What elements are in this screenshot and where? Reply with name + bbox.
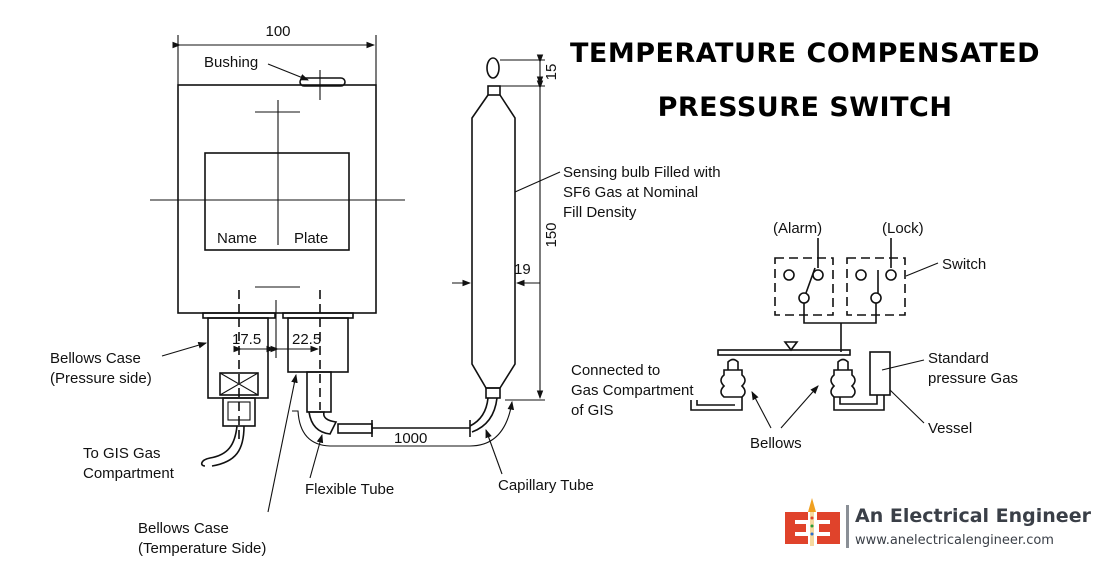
title-line-2: PRESSURE SWITCH [658, 92, 953, 123]
vessel [869, 351, 891, 396]
plate-label: Plate [294, 230, 328, 247]
brand-name: An Electrical Engineer [855, 505, 1092, 527]
sensing-bulb [469, 57, 516, 433]
bellows-case-temperature [282, 290, 373, 437]
lever-bar [717, 349, 851, 356]
vessel-label: Vessel [928, 420, 972, 437]
switch-housing: Name Plate [150, 70, 405, 314]
connected-label-1: Connected to [571, 362, 660, 379]
name-plate [204, 152, 350, 251]
bushing [299, 77, 346, 87]
switch-schematic: (Alarm) (Lock) Switch Bellows Connected … [571, 220, 1018, 452]
bulb-length-value: 150 [543, 222, 560, 247]
bellows-case-temp-label-2: (Temperature Side) [138, 540, 266, 557]
sensing-bulb-label-2: SF6 Gas at Nominal [563, 184, 698, 201]
to-gis-label-2: Compartment [83, 465, 175, 482]
standard-gas-label-2: pressure Gas [928, 370, 1018, 387]
sensing-bulb-label-3: Fill Density [563, 204, 637, 221]
right-offset-value: 22.5 [292, 331, 321, 348]
title-line-1: TEMPERATURE COMPENSATED [570, 38, 1040, 69]
sensing-bulb-label-1: Sensing bulb Filled with [563, 164, 721, 181]
standard-gas-label-1: Standard [928, 350, 989, 367]
bushing-label: Bushing [204, 54, 258, 71]
width-value: 100 [265, 23, 290, 40]
bulb-top-value: 15 [543, 64, 560, 81]
bellows-case-temp-label-1: Bellows Case [138, 520, 229, 537]
left-offset-value: 17.5 [232, 331, 261, 348]
flexible-tube-label: Flexible Tube [305, 481, 394, 498]
width-dimension: 100 [172, 23, 377, 85]
to-gis-label-1: To GIS Gas [83, 445, 161, 462]
switch-label: Switch [942, 256, 986, 273]
bellows-case-pressure-label-1: Bellows Case [50, 350, 141, 367]
tube-length-value: 1000 [394, 430, 427, 447]
brand-logo [785, 498, 840, 546]
capillary-tube-label: Capillary Tube [498, 477, 594, 494]
brand-url: www.anelectricalengineer.com [855, 533, 1054, 548]
bellows-case-pressure-label-2: (Pressure side) [50, 370, 152, 387]
alarm-label: (Alarm) [773, 220, 822, 237]
flexible-tube-bend [308, 411, 338, 435]
lock-label: (Lock) [882, 220, 924, 237]
connected-label-3: of GIS [571, 402, 614, 419]
bellows-case-pressure [200, 290, 276, 467]
name-label: Name [217, 230, 257, 247]
bellows-label: Bellows [750, 435, 802, 452]
bulb-diameter-value: 19 [514, 261, 531, 278]
connected-label-2: Gas Compartment [571, 382, 694, 399]
